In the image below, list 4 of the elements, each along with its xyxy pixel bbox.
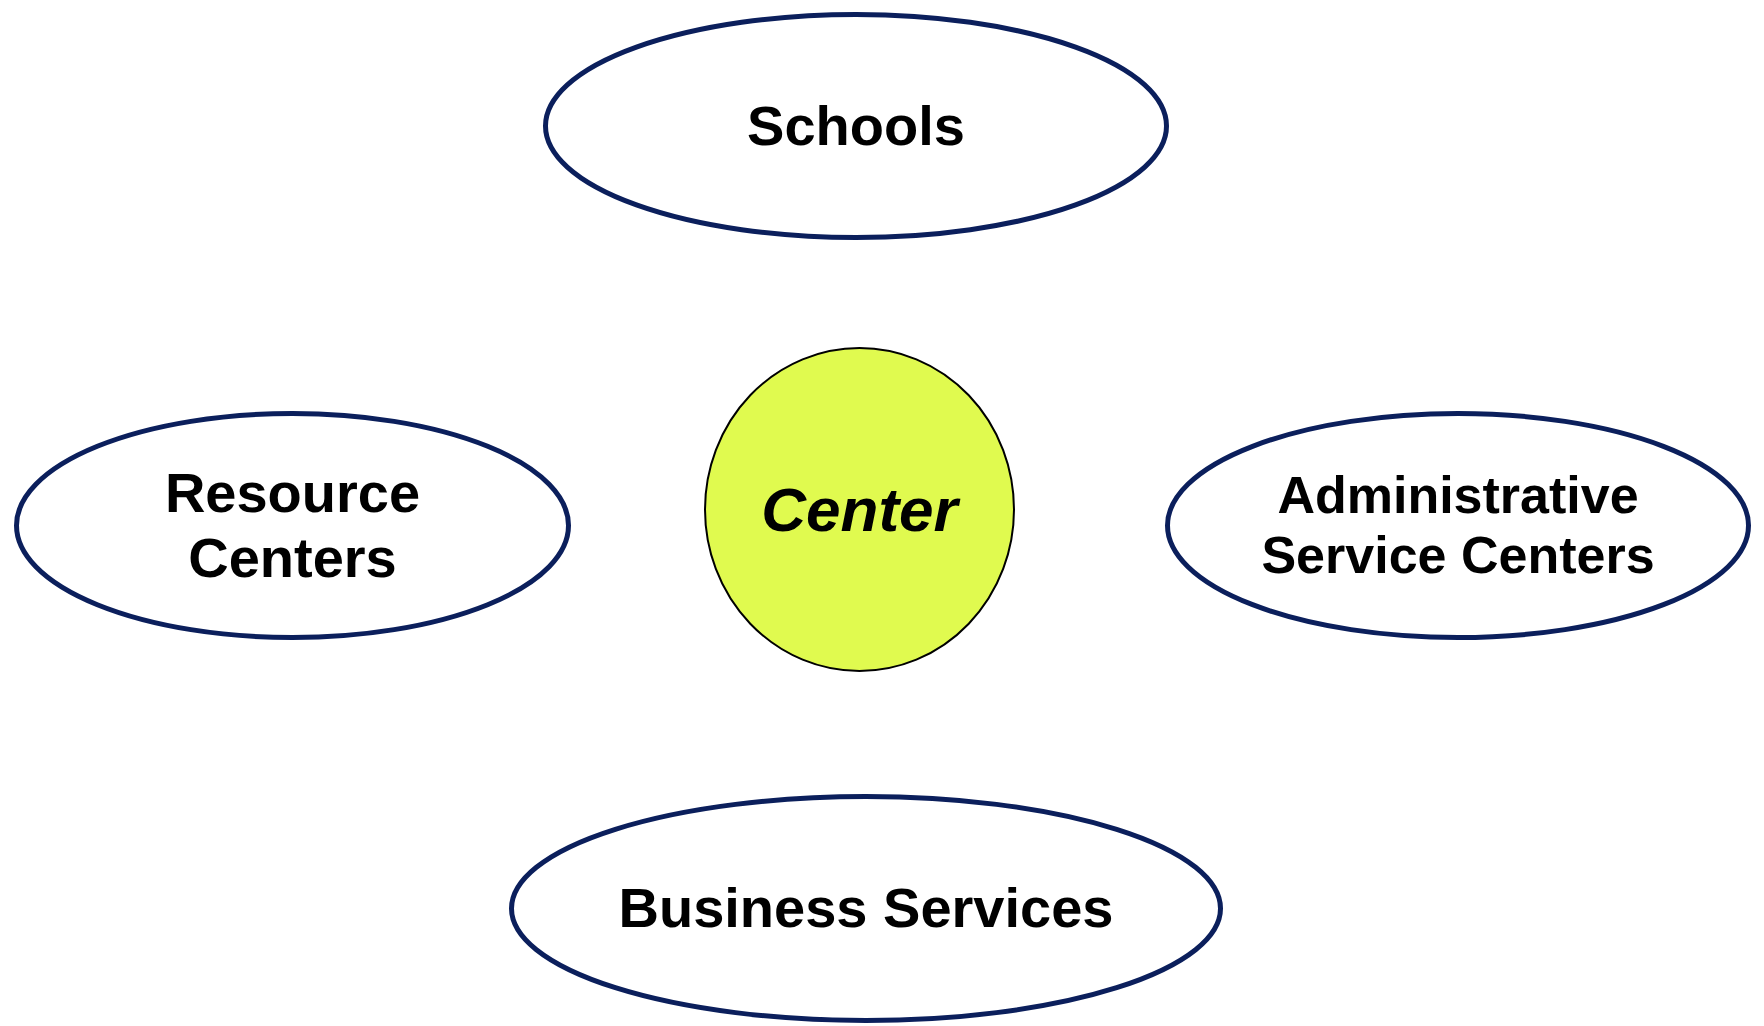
node-label: Business Services	[618, 876, 1114, 941]
node-label: Administrative Service Centers	[1260, 465, 1656, 586]
node-label: Schools	[747, 93, 965, 159]
node-label: Resource Centers	[163, 461, 422, 590]
